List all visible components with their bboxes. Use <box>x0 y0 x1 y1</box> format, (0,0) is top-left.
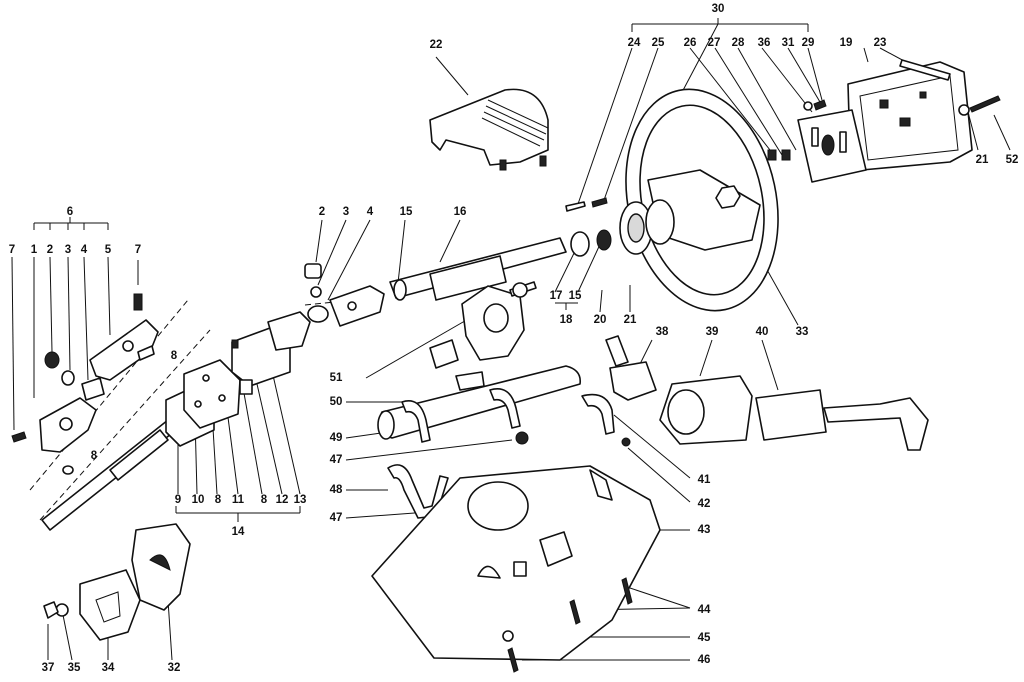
callout-29: 29 <box>802 37 815 49</box>
switch-panel <box>847 61 973 171</box>
callout-8: 8 <box>261 494 268 506</box>
callout-41: 41 <box>698 474 711 486</box>
callout-24: 24 <box>628 37 641 49</box>
callout-17: 17 <box>550 290 563 302</box>
callout-3: 3 <box>343 206 349 218</box>
callout-3: 3 <box>65 244 71 256</box>
callout-2: 2 <box>319 206 325 218</box>
callout-39: 39 <box>706 326 719 338</box>
indicator-stalk <box>755 389 827 441</box>
column-clamp <box>401 400 431 443</box>
callout-6: 6 <box>67 206 73 218</box>
callout-28: 28 <box>732 37 745 49</box>
seal-plate <box>79 569 141 641</box>
callout-34: 34 <box>102 662 115 674</box>
callout-36: 36 <box>758 37 771 49</box>
callout-4: 4 <box>367 206 374 218</box>
parts <box>11 59 1001 673</box>
callout-49: 49 <box>330 432 343 444</box>
flexible-coupling <box>183 359 241 429</box>
callout-13: 13 <box>294 494 307 506</box>
callout-2: 2 <box>47 244 53 256</box>
bolt <box>11 431 27 443</box>
callout-8: 8 <box>215 494 222 506</box>
callout-4: 4 <box>81 244 88 256</box>
callout-48: 48 <box>330 484 343 496</box>
callout-44: 44 <box>698 604 711 616</box>
column-bracket <box>387 464 449 519</box>
callout-31: 31 <box>782 37 795 49</box>
callout-7: 7 <box>135 244 141 256</box>
callout-43: 43 <box>698 524 711 536</box>
callout-22: 22 <box>430 39 443 51</box>
callout-37: 37 <box>42 662 55 674</box>
callout-5: 5 <box>105 244 112 256</box>
universal-joint-yoke <box>329 285 385 327</box>
callout-30: 30 <box>712 3 725 15</box>
callout-26: 26 <box>684 37 697 49</box>
callout-21: 21 <box>976 154 989 166</box>
callout-1: 1 <box>31 244 38 256</box>
callout-47: 47 <box>330 512 343 524</box>
callout-8: 8 <box>171 350 178 362</box>
callout-20: 20 <box>594 314 607 326</box>
horn-pad-cover <box>429 88 549 166</box>
callout-38: 38 <box>656 326 669 338</box>
callout-8: 8 <box>91 450 98 462</box>
callout-16: 16 <box>454 206 467 218</box>
clamp-half-shell <box>581 393 615 435</box>
pin <box>565 201 586 212</box>
callout-52: 52 <box>1006 154 1019 166</box>
callout-33: 33 <box>796 326 809 338</box>
callout-25: 25 <box>652 37 665 49</box>
callout-11: 11 <box>232 494 245 506</box>
callout-21: 21 <box>624 314 637 326</box>
callout-27: 27 <box>708 37 721 49</box>
callout-40: 40 <box>756 326 769 338</box>
callout-labels: 6 7 1 2 3 4 5 7 8 8 9 10 8 11 8 12 13 14… <box>9 3 1019 674</box>
callout-46: 46 <box>698 654 711 666</box>
callout-7: 7 <box>9 244 15 256</box>
callout-42: 42 <box>698 498 711 510</box>
dust-seal <box>131 523 191 611</box>
spring <box>591 197 608 208</box>
wiper-switch <box>609 361 657 401</box>
callout-32: 32 <box>168 662 181 674</box>
callout-35: 35 <box>68 662 81 674</box>
trim-strip <box>899 59 951 81</box>
callout-15: 15 <box>400 206 413 218</box>
callout-45: 45 <box>698 632 711 644</box>
callout-12: 12 <box>276 494 289 506</box>
bolt <box>133 293 143 311</box>
callout-9: 9 <box>175 494 181 506</box>
callout-14: 14 <box>232 526 245 538</box>
callout-18: 18 <box>560 314 573 326</box>
callout-15: 15 <box>569 290 582 302</box>
callout-19: 19 <box>840 37 853 49</box>
callout-50: 50 <box>330 396 343 408</box>
callout-23: 23 <box>874 37 887 49</box>
screw <box>969 95 1001 113</box>
callout-51: 51 <box>330 372 343 384</box>
callout-10: 10 <box>192 494 205 506</box>
callout-47: 47 <box>330 454 343 466</box>
